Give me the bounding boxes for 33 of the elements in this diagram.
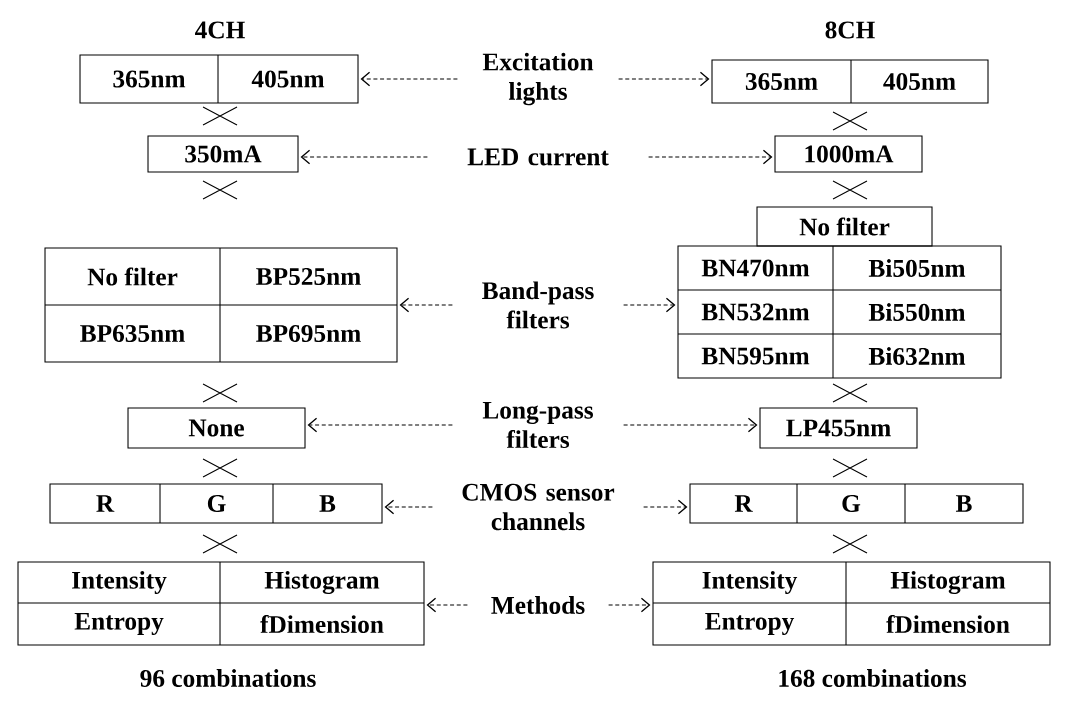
category-label: LED current [467, 148, 609, 166]
category-label: Long-pass filters [482, 401, 593, 449]
arrow [623, 417, 758, 433]
arrow [623, 297, 676, 313]
arrow [426, 597, 468, 613]
arrow [399, 297, 453, 313]
table: R G B [49, 483, 383, 524]
value-box: No filter [756, 206, 933, 247]
table: R G B [689, 483, 1024, 524]
value-box: 1000mA [774, 135, 923, 173]
heading: 96 combinations [140, 669, 316, 687]
arrow [618, 71, 710, 87]
table: 365nm 405nm [711, 59, 989, 104]
arrow [360, 71, 458, 87]
arrow [608, 597, 651, 613]
value-box: LP455nm [759, 407, 918, 449]
value-box: 350mA [147, 135, 299, 173]
category-label: Band-pass filters [482, 281, 594, 329]
table: Intensity Histogram Entropy fDimension [652, 561, 1051, 646]
arrow [300, 149, 428, 165]
category-label: Excitation lights [482, 52, 594, 106]
arrow [384, 499, 433, 515]
table: BN470nm Bi505nm BN532nm Bi550nm BN595nm Bi632nm [677, 245, 1002, 379]
table: 365nm 405nm [79, 54, 359, 104]
category-label: Methods [491, 596, 585, 614]
heading: 168 combinations [779, 669, 967, 687]
table: Intensity Histogram Entropy fDimension [17, 561, 425, 646]
category-label: CMOS sensor channels [462, 483, 615, 531]
arrow [307, 417, 453, 433]
table: No filter BP525nm BP635nm BP695nm [44, 247, 398, 363]
value-box: None [127, 407, 306, 449]
arrow [643, 499, 688, 515]
arrow [648, 149, 773, 165]
